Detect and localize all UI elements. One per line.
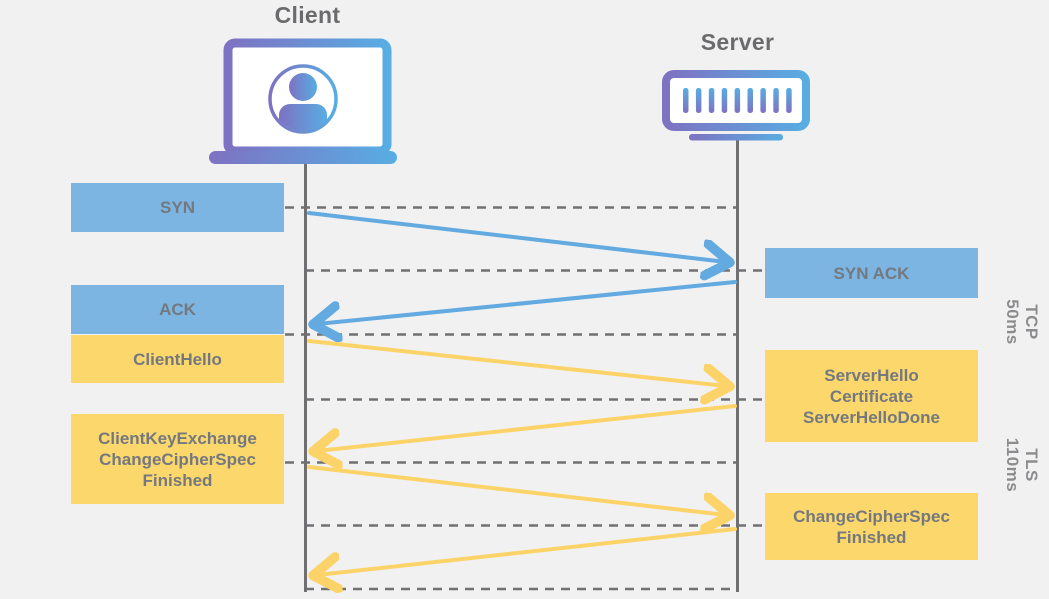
tcp-phase-duration: 50ms xyxy=(1003,299,1022,345)
tls-phase-name: TLS xyxy=(1022,448,1041,482)
finished-line: Finished xyxy=(142,470,213,490)
server-icon xyxy=(662,70,810,141)
tcp-phase-label: TCP 50ms xyxy=(1003,299,1041,344)
client-key-exchange-message-box: ClientKeyExchange ChangeCipherSpec Finis… xyxy=(71,414,284,504)
syn-ack-message-box: SYN ACK xyxy=(765,248,978,298)
arrow-change-cipher-spec xyxy=(317,527,737,575)
server-hello-line: ServerHello xyxy=(824,365,919,385)
tls-phase-label: TLS 110ms xyxy=(1003,438,1041,493)
laptop-user-icon xyxy=(209,38,397,164)
dashed-timeline-group xyxy=(285,206,765,591)
syn-label: SYN xyxy=(160,198,195,217)
change-cipher-spec-line: ChangeCipherSpec xyxy=(793,506,950,526)
tcp-phase-name: TCP xyxy=(1022,304,1041,340)
client-hello-message-box: ClientHello xyxy=(71,335,284,383)
syn-message-box: SYN xyxy=(71,183,284,232)
arrow-syn xyxy=(307,211,726,262)
finished-line: Finished xyxy=(836,527,907,547)
arrow-client-hello xyxy=(307,339,726,386)
tls-phase-duration: 110ms xyxy=(1003,437,1022,493)
arrow-syn-ack xyxy=(317,280,737,324)
arrow-client-key-exchange xyxy=(307,465,726,515)
ack-label: ACK xyxy=(159,300,196,319)
arrow-server-hello xyxy=(317,404,737,451)
ack-message-box: ACK xyxy=(71,285,284,334)
client-key-exchange-line: ClientKeyExchange xyxy=(98,428,257,448)
server-hello-message-box: ServerHello Certificate ServerHelloDone xyxy=(765,350,978,442)
client-hello-label: ClientHello xyxy=(133,349,222,369)
certificate-line: Certificate xyxy=(829,386,914,406)
client-title: Client xyxy=(274,2,341,28)
server-hello-done-line: ServerHelloDone xyxy=(803,407,940,427)
change-cipher-spec-line: ChangeCipherSpec xyxy=(99,449,256,469)
change-cipher-spec-message-box: ChangeCipherSpec Finished xyxy=(765,493,978,560)
server-title: Server xyxy=(700,29,775,55)
syn-ack-label: SYN ACK xyxy=(833,263,910,283)
